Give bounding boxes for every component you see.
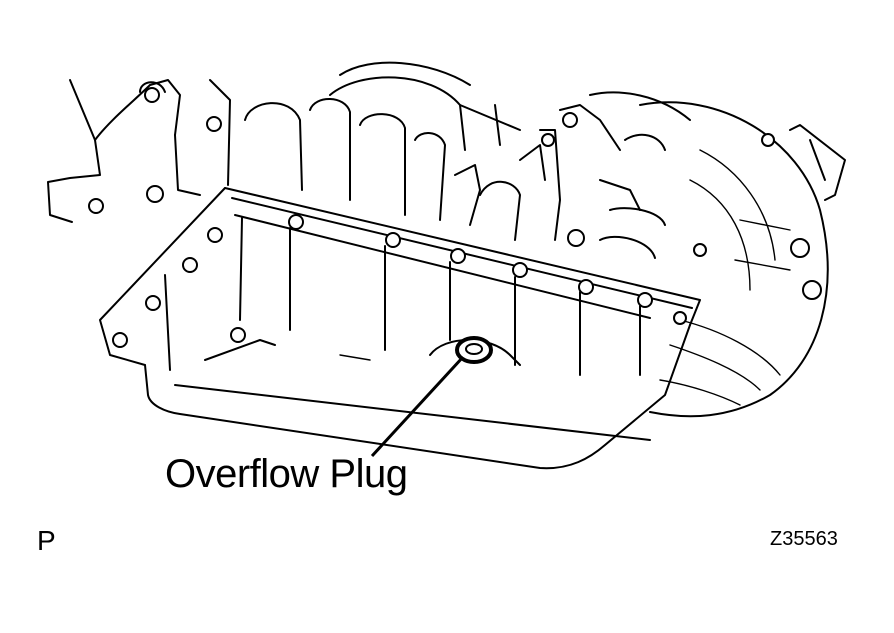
overflow-plug [455, 336, 493, 364]
transmission-housing [47, 61, 691, 259]
view-letter-label: P [37, 525, 56, 556]
bell-housing [639, 101, 846, 418]
overflow-plug-callout-label: Overflow Plug [165, 452, 408, 496]
figure-id-label: Z35563 [770, 528, 838, 550]
callout-leader-line [370, 355, 465, 458]
